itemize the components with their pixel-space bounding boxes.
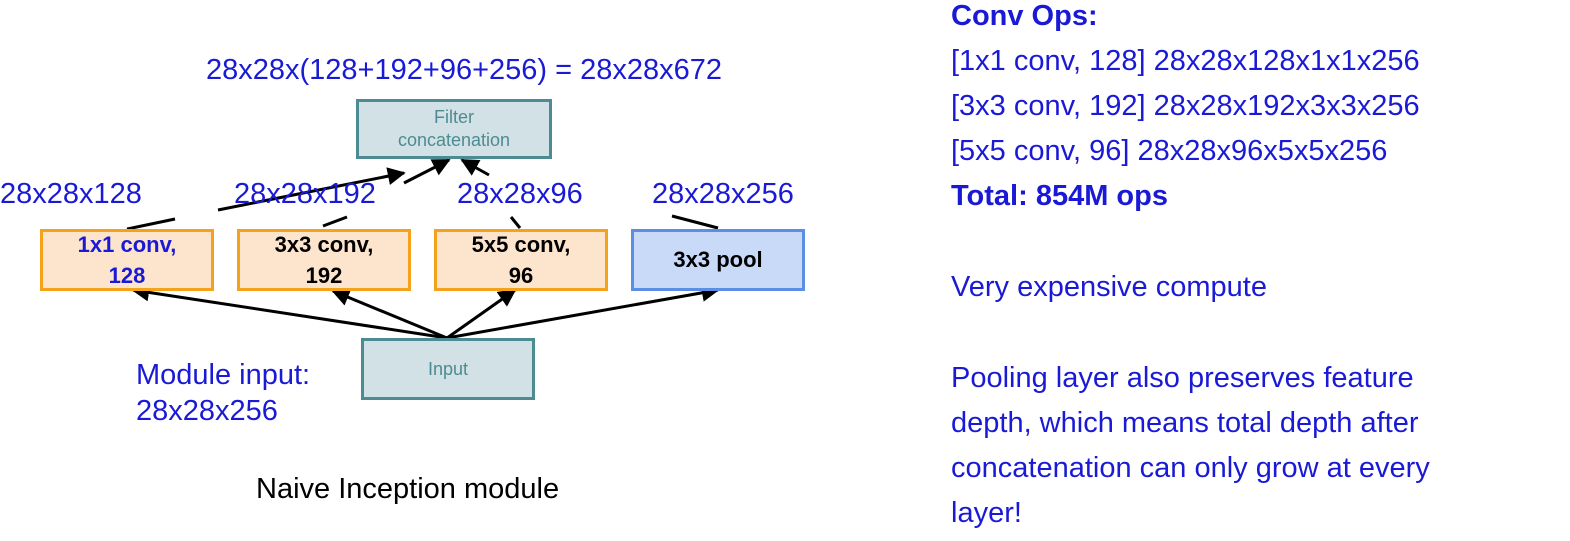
- conv-5x5-filters: 96: [508, 263, 534, 288]
- line-1x1-to-concat: [126, 217, 176, 231]
- input-label: Input: [427, 358, 469, 379]
- pool-3x3-label: 3x3 pool: [673, 247, 763, 272]
- filter-concatenation-label: Filter concatenation: [397, 107, 511, 150]
- line-3x3-to-concat-upper: [403, 158, 451, 185]
- conv-3x3-box: 3x3 conv, 192: [237, 229, 411, 291]
- compute-note: Very expensive compute: [951, 271, 1267, 303]
- branch-size-3x3: 28x28x192: [234, 178, 376, 210]
- branch-size-5x5: 28x28x96: [457, 178, 583, 210]
- conv-1x1-label: 1x1 conv,: [77, 232, 177, 257]
- conv-5x5-label: 5x5 conv,: [471, 232, 571, 257]
- conv-op-5x5: [5x5 conv, 96] 28x28x96x5x5x256: [951, 135, 1388, 167]
- arrow-input-to-1x1: [131, 283, 448, 340]
- right-panel: Conv Ops: [1x1 conv, 128] 28x28x128x1x1x…: [951, 0, 1430, 536]
- filter-concatenation-box: Filter concatenation: [356, 99, 552, 159]
- pool-3x3-box: 3x3 pool: [631, 229, 805, 291]
- pooling-line-2: depth, which means total depth after: [951, 407, 1419, 439]
- line-5x5-to-concat-upper: [460, 158, 490, 177]
- conv-op-3x3: [3x3 conv, 192] 28x28x192x3x3x256: [951, 90, 1420, 122]
- line-5x5-to-concat: [509, 216, 522, 229]
- pooling-line-3: concatenation can only grow at every: [951, 452, 1430, 484]
- branch-size-pool: 28x28x256: [652, 178, 794, 210]
- line-pool-to-concat: [671, 214, 719, 230]
- line-1x1-to-concat-upper: [217, 167, 406, 212]
- arrow-input-to-pool: [446, 283, 720, 340]
- conv-1x1-box: 1x1 conv, 128: [40, 229, 214, 291]
- conv-1x1-filters: 128: [108, 263, 146, 288]
- conv-3x3-label: 3x3 conv,: [274, 232, 374, 257]
- pooling-line-4: layer!: [951, 497, 1022, 529]
- conv-5x5-box: 5x5 conv, 96: [434, 229, 608, 291]
- input-box: Input: [361, 338, 535, 400]
- diagram-caption: Naive Inception module: [256, 473, 560, 505]
- output-size-formula: 28x28x(128+192+96+256) = 28x28x672: [206, 54, 722, 86]
- pooling-paragraph: Pooling layer also preserves feature dep…: [951, 356, 1430, 536]
- module-input-size: 28x28x256: [136, 395, 278, 427]
- conv-op-1x1: [1x1 conv, 128] 28x28x128x1x1x256: [951, 45, 1420, 77]
- conv-ops-heading: Conv Ops:: [951, 0, 1098, 32]
- conv-3x3-filters: 192: [305, 263, 343, 288]
- pooling-line-1: Pooling layer also preserves feature: [951, 362, 1414, 394]
- branch-size-1x1: 28x28x128: [0, 178, 142, 210]
- line-3x3-to-concat: [322, 215, 348, 228]
- arrow-input-to-5x5: [446, 288, 517, 340]
- arrow-input-to-3x3: [331, 288, 448, 340]
- module-input-label: Module input:: [136, 359, 311, 391]
- total-ops: Total: 854M ops: [951, 180, 1168, 212]
